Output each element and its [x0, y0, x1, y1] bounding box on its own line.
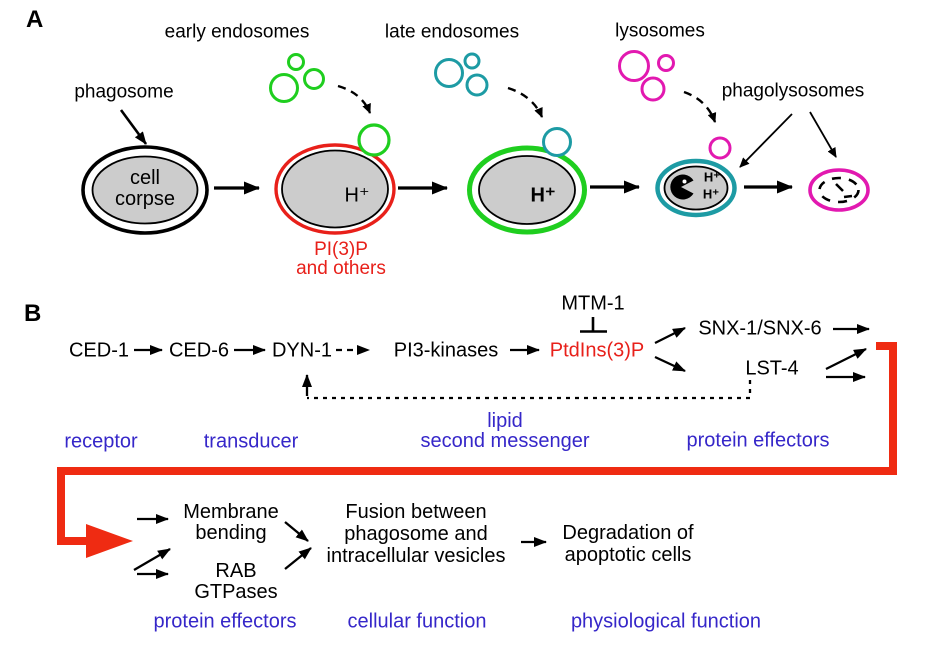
degradation-line2: apoptotic cells: [564, 544, 692, 566]
early-endosome-fusion-dashed-arrow: [337, 84, 372, 114]
category-protein-effectors-bottom: protein effectors: [153, 610, 297, 633]
phagolysosomes-label: phagolysosomes: [721, 80, 865, 102]
docked-lysosome: [708, 136, 732, 160]
late-endosome-vesicle: [434, 58, 464, 88]
phagosome-label: phagosome: [74, 81, 174, 103]
arrow-rab-to-fusion: [284, 547, 312, 570]
early-endosome-vesicles: [269, 53, 325, 103]
node-degradation: Degradation of apoptotic cells: [562, 522, 693, 566]
category-receptor: receptor: [64, 430, 138, 453]
category-transducer: transducer: [203, 430, 299, 453]
late-endosome-fusion-dashed-arrow: [507, 86, 544, 118]
node-membrane-bending: Membrane bending: [183, 502, 279, 544]
late-endosome-vesicle: [465, 73, 489, 97]
h-plus-phagolysosome-2: H⁺: [702, 186, 720, 202]
pi3p-label-line2: and others: [296, 258, 386, 279]
early-endosome-vesicle: [269, 73, 299, 103]
nascent-phagosome: [81, 145, 209, 235]
mtm1-inhibition-tee: [580, 317, 607, 333]
node-fusion: Fusion between phagosome and intracellul…: [327, 501, 506, 567]
red-feedforward-arrowhead: [86, 524, 133, 558]
node-dyn1: DYN-1: [271, 339, 333, 362]
phagolysosome-pointer-arrow-1: [739, 113, 793, 168]
pi3p-and-others-label: PI(3)P and others: [296, 240, 386, 278]
node-lst4: LST-4: [745, 357, 799, 380]
panel-a-shapes: [81, 50, 870, 235]
lysosome-vesicle: [657, 54, 675, 72]
arrow-membrane-to-fusion: [284, 521, 309, 542]
node-pi3-kinases: PI3-kinases: [393, 339, 499, 362]
cell-corpse-label-line1: cell: [129, 167, 160, 189]
lysosomes-label: lysosomes: [615, 20, 705, 42]
category-protein-effectors-top: protein effectors: [686, 429, 830, 452]
h-plus-early-phagosome: H⁺: [344, 184, 370, 207]
node-ced6: CED-6: [168, 339, 230, 362]
corpse-remnant-dashed-ring: [818, 176, 860, 204]
pacman-eye-dot: [682, 179, 687, 184]
late-endosome-vesicle: [463, 52, 481, 70]
h-plus-late-phagosome: H⁺: [530, 184, 556, 207]
late-phagosome: [467, 145, 587, 235]
corpse-remnant-fragment: [843, 194, 853, 199]
node-snx1-snx6: SNX-1/SNX-6: [698, 317, 822, 340]
panel-a-letter: A: [26, 6, 44, 33]
cell-corpse-body: [91, 155, 199, 225]
pi3p-label-line1: PI(3)P: [314, 239, 368, 260]
early-phagosome: [274, 143, 396, 235]
corpse-remnant-fragment: [835, 183, 844, 192]
node-ptdins3p: PtdIns(3)P: [549, 339, 645, 362]
category-lipid-line2: second messenger: [420, 430, 590, 452]
late-endosomes-label: late endosomes: [384, 21, 520, 43]
h-plus-phagolysosome-1: H⁺: [703, 169, 721, 185]
phagolysosome: [655, 158, 737, 218]
cell-corpse-label: cell corpse: [115, 168, 175, 210]
arrow-ptdins3p-to-snx: [654, 326, 686, 345]
early-endosome-vesicle: [303, 68, 325, 90]
panel-b-shapes: [57, 317, 897, 579]
phagosome-pointer-arrow: [119, 109, 148, 145]
degraded-phagolysosome: [808, 168, 870, 212]
late-phagosome-body: [478, 155, 576, 225]
docked-late-endosome: [542, 127, 572, 157]
early-endosomes-label: early endosomes: [164, 21, 310, 43]
early-endosome-vesicle: [287, 53, 305, 71]
panel-b-letter: B: [24, 300, 42, 327]
degradation-line1: Degradation of: [562, 522, 694, 544]
lysosome-vesicle: [618, 50, 650, 82]
arrow-to-effectors-diagonal: [133, 548, 171, 571]
category-lipid-line1: lipid: [487, 410, 523, 432]
late-endosome-vesicles: [434, 52, 489, 97]
category-physiological-function: physiological function: [570, 610, 762, 633]
fusion-line3: intracellular vesicles: [326, 545, 506, 567]
lysosome-vesicles: [618, 50, 675, 102]
node-rab-gtpases: RAB GTPases: [194, 561, 277, 603]
fusion-line2: phagosome and: [344, 523, 488, 545]
lysosome-vesicle: [640, 76, 666, 102]
node-mtm1: MTM-1: [561, 292, 625, 315]
phagolysosome-pointer-arrow-2: [809, 111, 837, 158]
category-lipid-second-messenger: lipid second messenger: [421, 411, 590, 451]
degraded-phagolysosome-ring: [808, 168, 870, 212]
degrading-corpse-pacman: [670, 174, 694, 200]
arrow-ptdins3p-to-lst4: [654, 355, 686, 373]
docked-early-endosome: [357, 123, 391, 157]
fusion-line1: Fusion between: [345, 501, 487, 523]
rab-gtpases-line2: GTPases: [194, 581, 278, 603]
cell-corpse-label-line2: corpse: [114, 188, 176, 210]
category-cellular-function: cellular function: [347, 610, 487, 633]
lysosome-fusion-dashed-arrow: [683, 90, 717, 123]
arrow-lst4-output-diagonal: [825, 347, 867, 371]
early-phagosome-body: [281, 149, 389, 229]
dashed-feedback-lst4-to-dyn1: [307, 380, 752, 400]
membrane-bending-line1: Membrane: [183, 501, 279, 523]
membrane-bending-line2: bending: [195, 522, 267, 544]
rab-gtpases-line1: RAB: [215, 560, 257, 582]
red-feedforward-arrow-shaft: [57, 342, 897, 545]
node-ced1: CED-1: [68, 339, 130, 362]
